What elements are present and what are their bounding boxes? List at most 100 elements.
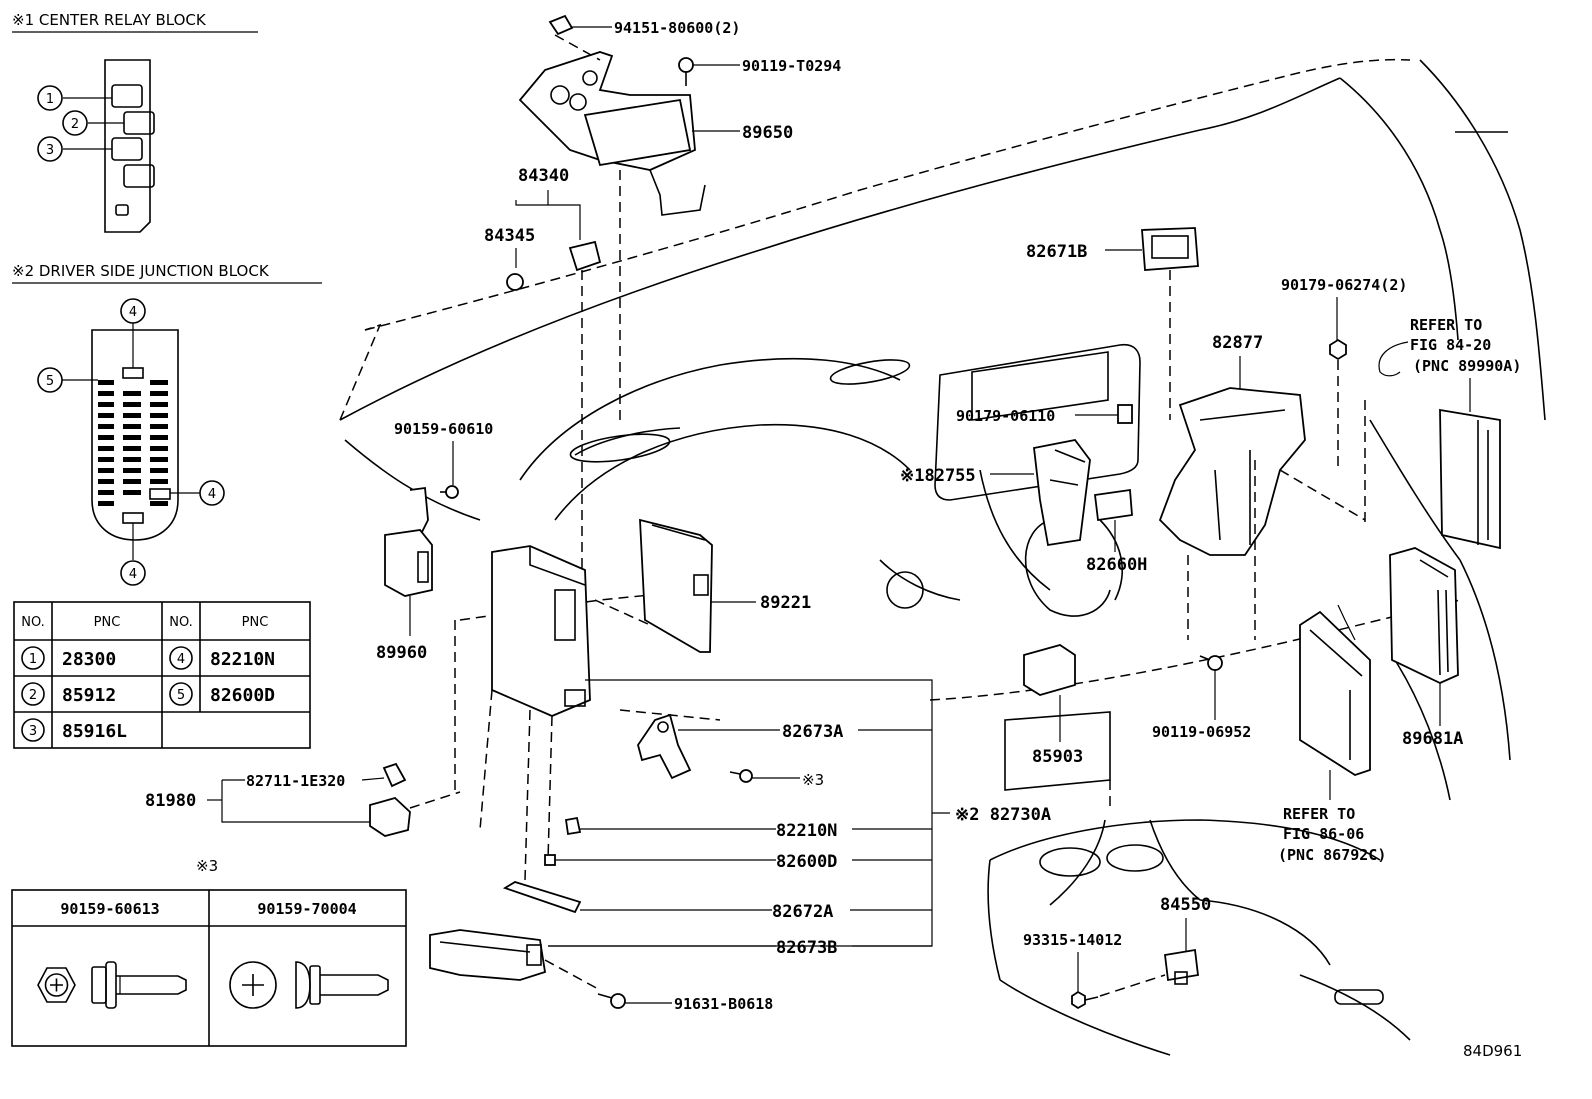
part-94151-80600: 94151-80600(2) xyxy=(548,14,740,37)
part-82210N: 82210N xyxy=(564,816,932,841)
marker-4-bottom xyxy=(120,560,146,586)
refer1-line3: (PNC 89990A) xyxy=(1413,357,1521,375)
fuse-slot xyxy=(150,468,168,473)
pnc-row1-pnc2: 82210N xyxy=(210,649,275,670)
label-90179-06110: 90179-06110 xyxy=(956,407,1055,425)
pnc-header-no: NO. xyxy=(21,615,45,630)
pnc-row2-pnc2: 82600D xyxy=(210,685,275,706)
pnc-table: NO. PNC NO. PNC 1 28300 4 82210N 2 85912… xyxy=(13,601,311,749)
refer2-line2: FIG 86-06 xyxy=(1283,825,1364,843)
label-82730A: ※2 82730A xyxy=(955,805,1051,825)
fuse-slot xyxy=(98,402,114,407)
label-89221: 89221 xyxy=(760,593,811,613)
fuse-slot xyxy=(150,501,168,506)
refer1-line2: FIG 84-20 xyxy=(1410,336,1491,354)
label-82711-1E320: 82711-1E320 xyxy=(246,772,345,790)
fuse-slot xyxy=(150,446,168,451)
guide-lines xyxy=(594,170,1366,810)
part-82755: ※182755 xyxy=(900,439,1091,547)
marker-4-bottom-label: 4 xyxy=(129,567,137,582)
fuse-slot xyxy=(98,457,114,462)
part-82671B: 82671B xyxy=(1026,227,1199,420)
part-84550: 84550 xyxy=(1160,895,1211,985)
label-84345: 84345 xyxy=(484,226,535,246)
fuse-slot xyxy=(123,468,141,473)
pnc-row1-pnc: 28300 xyxy=(62,649,116,670)
fuse-slot xyxy=(98,380,114,385)
part-90119-06952: 90119-06952 xyxy=(1152,655,1251,741)
fuse-slot xyxy=(150,380,168,385)
bolt-col1-label: 90159-60613 xyxy=(60,900,159,918)
fuse-slot xyxy=(98,435,114,440)
label-82672A: 82672A xyxy=(772,902,833,922)
part-82660H: 82660H xyxy=(1086,488,1147,575)
fuse-slot xyxy=(150,457,168,462)
pnc-header-pnc-2: PNC xyxy=(242,615,269,630)
legend1-title: ※1 CENTER RELAY BLOCK xyxy=(12,11,207,29)
center-relay-block-legend: ※1 CENTER RELAY BLOCK 1 2 3 xyxy=(12,11,258,233)
label-82210N: 82210N xyxy=(776,821,837,841)
pnc-row1-no2: 4 xyxy=(177,652,185,667)
label-89681A: 89681A xyxy=(1402,729,1463,749)
label-90159-60610: 90159-60610 xyxy=(394,420,493,438)
part-84340-84345: 84340 84345 xyxy=(484,166,602,690)
part-82877: 82877 xyxy=(1158,333,1306,640)
part-90159-60610: 90159-60610 xyxy=(394,420,493,499)
pnc-row2-pnc: 85912 xyxy=(62,685,116,706)
marker-4-right-label: 4 xyxy=(208,487,216,502)
part-93315-14012: 93315-14012 xyxy=(1023,931,1166,1010)
part-90179-06274: 90179-06274(2) xyxy=(1281,276,1407,470)
label-bolt-3: ※3 xyxy=(802,771,824,789)
fuse-slot xyxy=(98,490,114,495)
label-90119-06952: 90119-06952 xyxy=(1152,723,1251,741)
label-82755: ※182755 xyxy=(900,466,976,486)
part-85903: 85903 xyxy=(1023,644,1083,767)
refer2-line1: REFER TO xyxy=(1283,805,1355,823)
marker-1 xyxy=(37,85,63,111)
part-90119-T0294: 90119-T0294 xyxy=(678,57,841,86)
figure-id: 84D961 xyxy=(1463,1042,1522,1060)
fuse-slot xyxy=(123,402,141,407)
part-81980: 81980 82711-1E320 xyxy=(145,762,461,837)
fuse-slot xyxy=(98,391,114,396)
marker-4-top xyxy=(120,298,146,324)
label-82673B: 82673B xyxy=(776,938,837,958)
fuse-slot xyxy=(150,413,168,418)
fuse-slot xyxy=(98,501,114,506)
part-82672A: 82672A xyxy=(502,881,932,922)
bolt-col2-label: 90159-70004 xyxy=(257,900,356,918)
pnc-header-pnc: PNC xyxy=(94,615,121,630)
part-89960: 89960 xyxy=(376,486,456,790)
marker-5-label: 5 xyxy=(46,374,54,389)
junction-slots xyxy=(98,380,168,506)
phillips-bolt-icon xyxy=(229,961,389,1009)
pnc-row2-no2: 5 xyxy=(177,688,185,703)
part-82673B: 82673B xyxy=(429,929,932,981)
label-82600D: 82600D xyxy=(776,852,837,872)
label-89960: 89960 xyxy=(376,643,427,663)
label-94151-80600: 94151-80600(2) xyxy=(614,19,740,37)
fuse-slot xyxy=(123,490,141,495)
part-89221: 89221 xyxy=(639,518,811,653)
bolt-table-mark: ※3 xyxy=(196,857,218,875)
pnc-row1-no: 1 xyxy=(29,652,37,667)
marker-5 xyxy=(37,367,63,393)
fuse-slot xyxy=(150,435,168,440)
hex-bolt-icon xyxy=(37,961,187,1009)
label-90179-06274: 90179-06274(2) xyxy=(1281,276,1407,294)
label-82671B: 82671B xyxy=(1026,242,1087,262)
pnc-row3-no: 3 xyxy=(29,724,37,739)
label-85903: 85903 xyxy=(1032,747,1083,767)
marker-2 xyxy=(62,110,88,136)
fuse-slot xyxy=(150,402,168,407)
marker-2-label: 2 xyxy=(71,117,79,132)
part-82673A: 82673A xyxy=(637,713,932,780)
fuse-slot xyxy=(123,391,141,396)
marker-3 xyxy=(37,136,63,162)
label-81980: 81980 xyxy=(145,791,196,811)
label-91631-B0618: 91631-B0618 xyxy=(674,995,773,1013)
fuse-slot xyxy=(123,479,141,484)
fuse-slot xyxy=(98,479,114,484)
bolt-table: ※3 90159-60613 90159-70004 xyxy=(11,857,407,1047)
